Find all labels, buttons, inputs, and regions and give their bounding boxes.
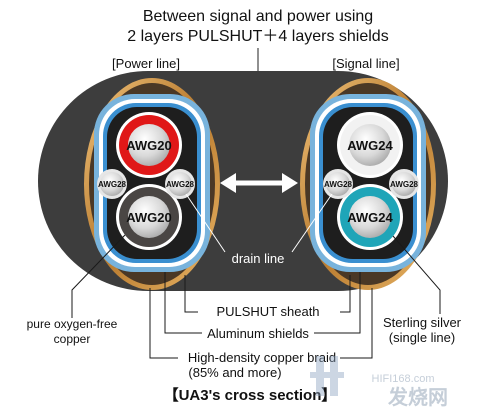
drain-line-leaders (185, 193, 333, 253)
double-arrow-icon (220, 173, 298, 193)
callout-leader-lines (71, 234, 441, 359)
aluminum-shields-label: Aluminum shields (207, 326, 309, 341)
copper-braid-label-line1: High-density copper braid (188, 350, 336, 365)
pulshut-sheath-label: PULSHUT sheath (216, 304, 319, 319)
pure-copper-label-line2: copper (54, 332, 91, 346)
figure-caption: 【UA3's cross section】 (164, 386, 337, 404)
signal-line-label: [Signal line] (332, 56, 399, 71)
watermark: HIFI168.com 发烧网 (310, 356, 448, 409)
drain-line-label: drain line (232, 251, 285, 266)
watermark-site: HIFI168.com (372, 373, 435, 385)
power-drain-left-label: AWG28 (98, 180, 127, 189)
power-line-label: [Power line] (112, 56, 180, 71)
signal-top-awg-label: AWG24 (347, 138, 393, 153)
power-cable: AWG20 AWG20 AWG28 AWG28 (84, 78, 220, 290)
header-title-line1: Between signal and power using (143, 8, 373, 25)
signal-bottom-awg-label: AWG24 (347, 210, 393, 225)
signal-drain-right-label: AWG28 (390, 180, 419, 189)
copper-braid-label-line2: (85% and more) (188, 365, 281, 380)
signal-drain-left-label: AWG28 (324, 180, 353, 189)
signal-cable: AWG24 AWG24 AWG28 AWG28 (300, 78, 436, 290)
power-drain-right-label: AWG28 (166, 180, 195, 189)
watermark-logo-icon (310, 356, 344, 396)
power-top-awg-label: AWG20 (126, 138, 172, 153)
sterling-silver-label-line2: (single line) (389, 330, 455, 345)
pure-copper-label-line1: pure oxygen-free (27, 317, 118, 331)
header-title-line2: 2 layers PULSHUT＋4 layers shields (127, 28, 388, 45)
watermark-brand: 发烧网 (387, 385, 448, 409)
sterling-silver-label-line1: Sterling silver (383, 315, 462, 330)
power-bottom-awg-label: AWG20 (126, 210, 172, 225)
